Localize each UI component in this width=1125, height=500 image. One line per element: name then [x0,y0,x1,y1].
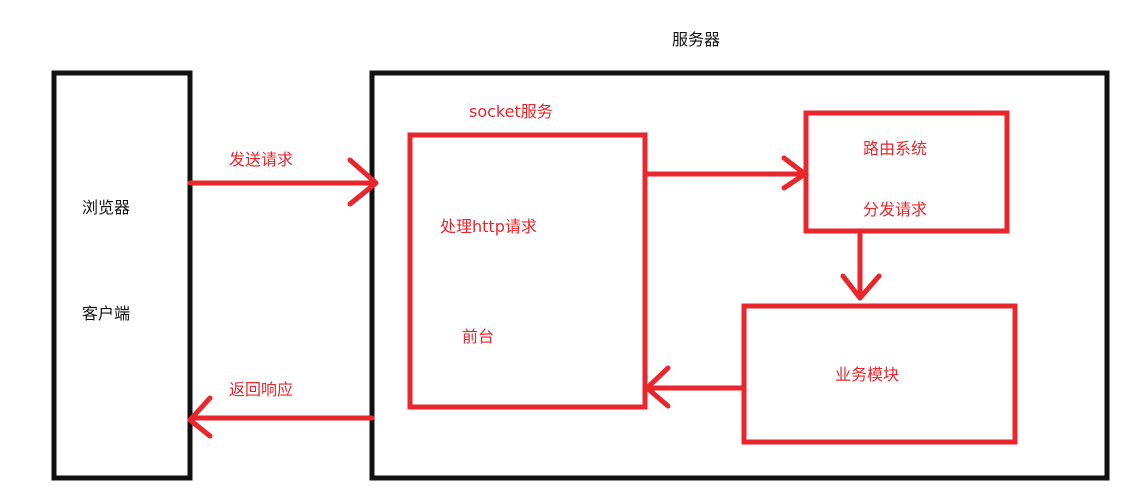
routing-to-business-arrow [840,229,882,301]
socket-service-label: socket服务 [469,102,553,121]
routing-system-label: 路由系统 [863,139,928,158]
server-box [369,70,1110,481]
browser-label: 浏览器 [82,198,131,217]
dispatch-request-label: 分发请求 [863,200,928,219]
client-box [51,70,193,481]
business-to-socket-arrow [644,365,745,409]
send-request-arrow [187,157,379,207]
server-title: 服务器 [672,30,721,49]
socket-service-box [407,132,648,410]
return-response-label: 返回响应 [229,380,294,399]
handle-http-label: 处理http请求 [440,217,537,236]
client-label: 客户端 [82,304,131,323]
business-module-box [741,303,1018,445]
socket-to-routing-arrow [642,155,808,191]
frontend-label: 前台 [462,327,495,346]
business-module-label: 业务模块 [835,365,900,384]
return-response-arrow [187,395,375,439]
send-request-label: 发送请求 [229,150,294,169]
